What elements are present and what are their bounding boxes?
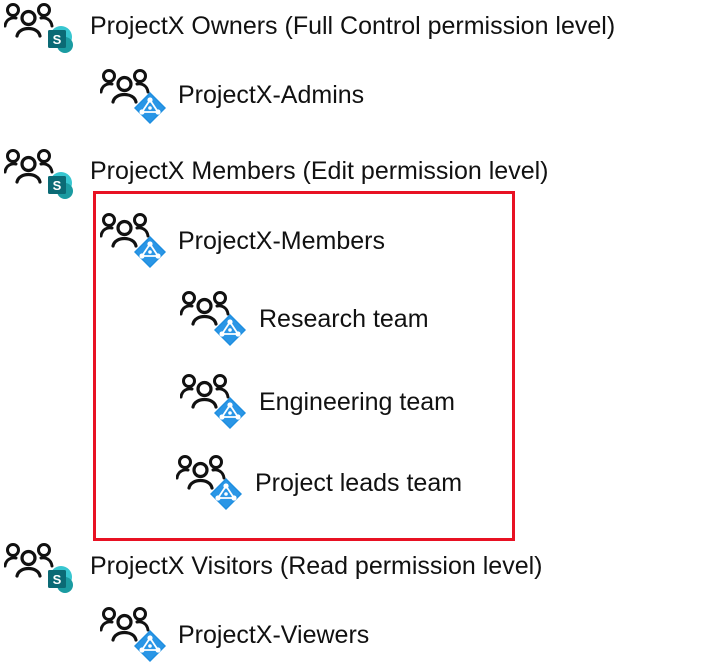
tree-item-engineering-team: Engineering team (0, 373, 500, 430)
sharepoint-group-icon (4, 542, 73, 593)
azure-ad-group-icon (180, 373, 247, 430)
group-label: Project leads team (255, 469, 463, 497)
sharepoint-group-icon (4, 2, 73, 53)
tree-item-projectx-members: ProjectX-Members (0, 212, 500, 269)
azure-ad-group-icon (100, 68, 167, 125)
group-label: ProjectX Owners (Full Control permission… (90, 12, 616, 40)
tree-item-owners-group: ProjectX Owners (Full Control permission… (0, 2, 680, 53)
group-label: Research team (259, 305, 429, 333)
tree-item-visitors-group: ProjectX Visitors (Read permission level… (0, 542, 680, 593)
group-label: ProjectX-Viewers (178, 621, 370, 649)
tree-item-members-group: ProjectX Members (Edit permission level) (0, 148, 680, 199)
group-label: ProjectX Members (Edit permission level) (90, 157, 549, 185)
group-label: ProjectX-Admins (178, 81, 365, 109)
azure-ad-group-icon (180, 290, 247, 347)
azure-ad-group-icon (176, 454, 243, 511)
azure-ad-group-icon (100, 606, 167, 663)
sharepoint-group-icon (4, 148, 73, 199)
group-label: Engineering team (259, 388, 455, 416)
group-label: ProjectX-Members (178, 227, 385, 255)
group-label: ProjectX Visitors (Read permission level… (90, 552, 543, 580)
azure-ad-group-icon (100, 212, 167, 269)
tree-item-research-team: Research team (0, 290, 500, 347)
highlight-box (93, 191, 515, 541)
tree-item-admins: ProjectX-Admins (0, 68, 500, 125)
tree-item-project-leads-team: Project leads team (0, 454, 500, 511)
tree-item-viewers: ProjectX-Viewers (0, 606, 500, 663)
